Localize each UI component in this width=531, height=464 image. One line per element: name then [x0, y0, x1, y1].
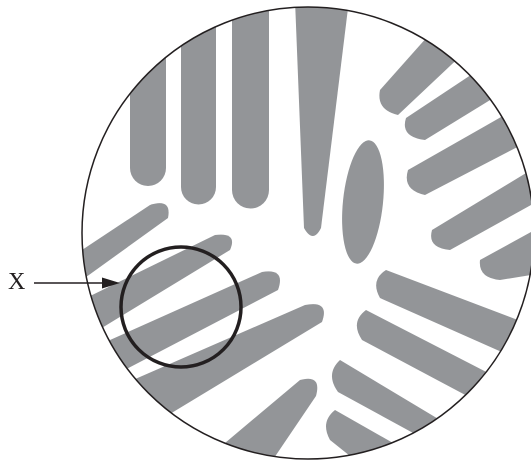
- dendrite-arm: [130, 0, 166, 186]
- dendrite-arm: [181, 0, 216, 205]
- dendrite-arm: [232, 0, 269, 209]
- region-label-x: X: [8, 268, 25, 296]
